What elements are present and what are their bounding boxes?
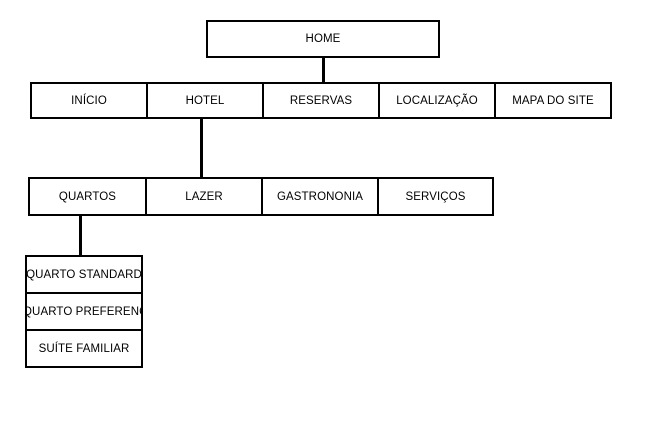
node-gastronomia-label: GASTRONONIA xyxy=(276,190,364,203)
node-quartos-label: QUARTOS xyxy=(58,190,117,203)
node-inicio: INÍCIO xyxy=(30,82,148,119)
node-lazer: LAZER xyxy=(145,177,263,216)
node-hotel: HOTEL xyxy=(146,82,264,119)
node-localizacao: LOCALIZAÇÃO xyxy=(378,82,496,119)
node-quartos: QUARTOS xyxy=(28,177,147,216)
node-quarto-preferencia: QUARTO PREFERENCIA xyxy=(25,292,143,331)
connector-quartos-to-rooms xyxy=(79,215,82,256)
connector-home-to-menu xyxy=(322,57,325,83)
node-reservas-label: RESERVAS xyxy=(289,94,353,107)
node-home-label: HOME xyxy=(305,33,341,45)
connector-hotel-to-submenu xyxy=(200,118,203,178)
node-quarto-standard-label: QUARTO STANDARD xyxy=(26,268,142,281)
node-servicos-label: SERVIÇOS xyxy=(405,190,466,203)
node-inicio-label: INÍCIO xyxy=(71,94,107,107)
node-hotel-label: HOTEL xyxy=(185,94,225,107)
node-home: HOME xyxy=(206,20,440,58)
node-servicos: SERVIÇOS xyxy=(377,177,494,216)
node-lazer-label: LAZER xyxy=(185,190,223,203)
node-quarto-standard: QUARTO STANDARD xyxy=(25,255,143,294)
node-gastronomia: GASTRONONIA xyxy=(261,177,379,216)
node-reservas: RESERVAS xyxy=(262,82,380,119)
node-localizacao-label: LOCALIZAÇÃO xyxy=(396,94,478,107)
node-suite-familiar-label: SUÍTE FAMILIAR xyxy=(38,342,130,355)
node-quarto-preferencia-label: QUARTO PREFERENCIA xyxy=(25,305,141,318)
node-mapa-do-site-label: MAPA DO SITE xyxy=(512,94,594,107)
node-mapa-do-site: MAPA DO SITE xyxy=(494,82,612,119)
node-suite-familiar: SUÍTE FAMILIAR xyxy=(25,329,143,368)
